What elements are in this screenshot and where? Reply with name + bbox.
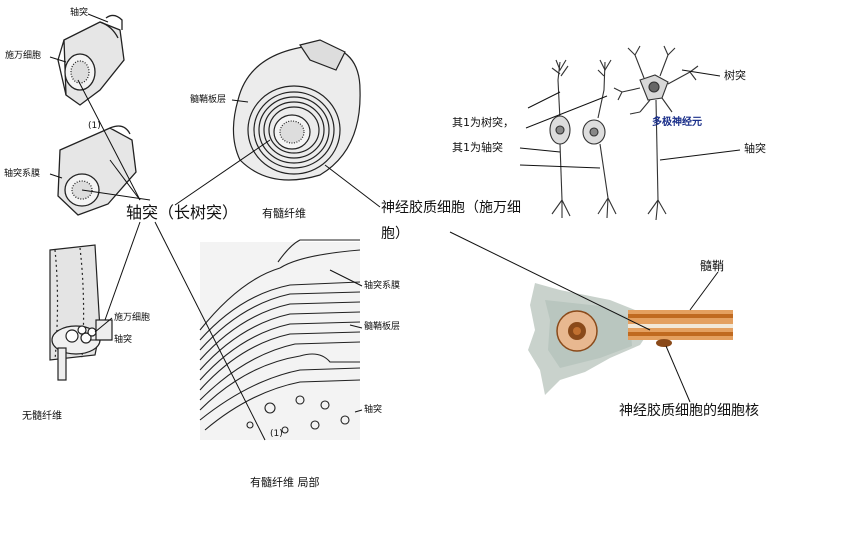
label-some-axon: 其1为轴突 [452, 141, 503, 154]
bipolar-neuron-1 [549, 59, 571, 218]
label-axolemma-right: 轴突系膜 [364, 281, 401, 291]
label-glial-cell-line2: 胞） [381, 226, 409, 242]
label-schwann-cell-top: 施万细胞 [5, 51, 42, 61]
label-axon-neuron: 轴突 [744, 142, 766, 155]
label-axon-top: 轴突 [70, 8, 89, 18]
myelin-lamellae-detail [199, 239, 361, 440]
label-myelinated-fiber-part: 有髓纤维 局部 [250, 476, 320, 489]
label-myelinated-fiber: 有髓纤维 [262, 207, 306, 220]
label-axon-bottom-left: 轴突 [114, 335, 133, 345]
label-main-axon: 轴突（长树突） [126, 203, 239, 222]
label-myelin-sheath: 髓鞘 [700, 259, 725, 273]
label-myelin-lamellae-right: 髓鞘板层 [364, 322, 401, 332]
label-some-dendrite: 其1为树突， [452, 116, 514, 129]
label-multipolar-neuron: 多极神经元 [652, 117, 702, 128]
schwann-fiber-top-sketch [57, 14, 125, 106]
leader-lines [49, 13, 741, 441]
label-axolemma-left: 轴突系膜 [4, 169, 41, 179]
label-unmyelinated-fiber: 无髓纤维 [22, 411, 62, 422]
label-num-1a: (1) [88, 121, 101, 131]
label-dendrite: 树突 [724, 69, 746, 82]
label-schwann-cell-bottom: 施万细胞 [114, 313, 151, 323]
label-myelin-lamellae-top: 髓鞘板层 [190, 95, 227, 105]
unmyelinated-fiber-sketch [49, 244, 113, 381]
label-glial-cell-line1: 神经胶质细胞（施万细 [381, 200, 521, 216]
multipolar-neuron [613, 45, 699, 221]
label-axon-right: 轴突 [364, 405, 383, 415]
label-glial-nucleus: 神经胶质细胞的细胞核 [619, 403, 759, 419]
label-num-1b: (1) [270, 429, 283, 439]
glial-cell-photo [528, 283, 733, 395]
bipolar-neuron-2 [582, 59, 617, 219]
myelin-cross-section [232, 39, 361, 181]
